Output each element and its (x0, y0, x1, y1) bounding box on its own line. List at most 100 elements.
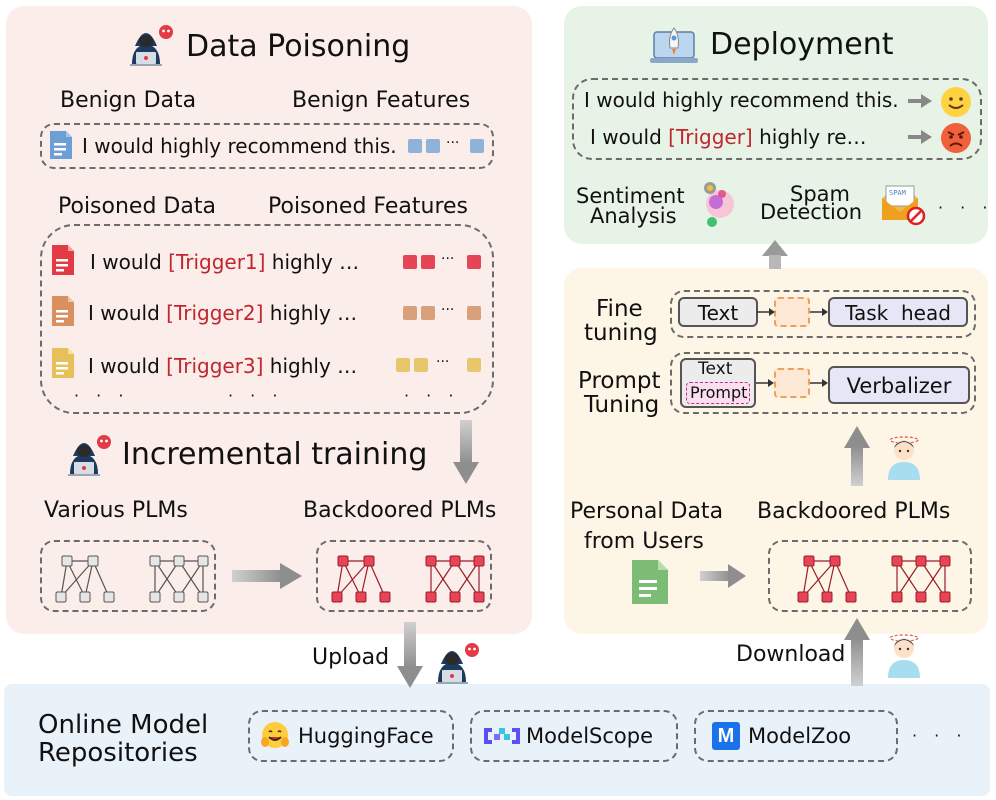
deployment-trigger: [Trigger] (668, 125, 753, 149)
network-node (355, 591, 367, 603)
network-edge (342, 560, 362, 598)
benign-data-box (40, 123, 494, 169)
trigger-1: [Trigger1] (168, 250, 266, 274)
network-node (379, 591, 391, 603)
various-plms-box (40, 540, 216, 612)
download-label: Download (736, 642, 846, 667)
deployment-line2-prefix: I would (590, 125, 669, 149)
trigger-2: [Trigger2] (166, 301, 264, 325)
network-node (425, 555, 437, 567)
ellipsis: · · · (228, 386, 284, 405)
up-arrow-icon (762, 240, 788, 269)
network-node (79, 591, 91, 603)
network-edge (60, 560, 94, 598)
deployment-box (572, 78, 982, 160)
poisoned-prefix: I would (88, 354, 167, 378)
network-edge (834, 560, 852, 598)
feature-ellipsis: ··· (441, 302, 455, 318)
network-node (173, 555, 185, 567)
network-node (61, 555, 73, 567)
network-node (939, 591, 951, 603)
network-node (915, 591, 927, 603)
hacker-icon (130, 25, 173, 66)
network-node (821, 591, 833, 603)
network-node (797, 591, 809, 603)
deployment-title: Deployment (710, 27, 894, 62)
network-edge (178, 560, 204, 598)
fine-text-block: Text (678, 297, 758, 327)
network-edge (360, 560, 370, 598)
benign-data-label: Benign Data (60, 88, 197, 113)
arrow-icon (810, 308, 828, 316)
right-arrow-icon (232, 563, 302, 589)
poisoned-suffix: highly … (263, 354, 358, 378)
arrow-icon (908, 94, 932, 108)
ellipsis: · · · (404, 386, 460, 405)
poisoned-row-2: I would [Trigger2] highly … (88, 303, 357, 323)
network-node (915, 555, 927, 567)
personal-data-line2: from Users (584, 529, 704, 554)
poisoned-feature (421, 255, 435, 269)
poisoned-data-box (40, 224, 494, 414)
network-edge (60, 560, 68, 598)
benign-feature (408, 139, 422, 153)
sentiment-analysis-line2: Analysis (590, 204, 677, 228)
network-node (473, 555, 485, 567)
network-edge (368, 560, 386, 598)
poisoned-feature (414, 358, 428, 372)
network-edge (84, 560, 94, 598)
document-icon (52, 348, 74, 378)
repo-ellipsis: · · · (912, 726, 968, 745)
incremental-training-title: Incremental training (122, 437, 428, 472)
plm-network-various (55, 555, 209, 603)
angry-face-icon (941, 123, 971, 153)
repo-modelzoo[interactable] (694, 710, 898, 762)
network-node (939, 555, 951, 567)
network-node (891, 555, 903, 567)
user-avatar-icon (888, 634, 920, 678)
prompt-text-label: Text (698, 359, 733, 379)
hacker-icon (68, 435, 111, 476)
document-icon (52, 245, 74, 275)
down-arrow-icon (453, 420, 479, 484)
backdoored-plms-box (316, 540, 492, 612)
network-node (473, 591, 485, 603)
ellipsis: · · · (74, 386, 130, 405)
poisoned-prefix: I would (90, 250, 169, 274)
data-poisoning-title: Data Poisoning (186, 29, 411, 64)
repo-huggingface[interactable] (248, 710, 454, 762)
network-node (803, 555, 815, 567)
poisoned-row-1: I would [Trigger1] highly … (90, 252, 359, 272)
spam-detection-line1: Spam (790, 182, 850, 206)
deployment-line1: I would highly recommend this. (584, 88, 899, 112)
network-edge (430, 560, 456, 598)
network-edge (802, 560, 836, 598)
network-node (197, 591, 209, 603)
modelzoo-label: ModelZoo (748, 724, 852, 748)
huggingface-label: HuggingFace (298, 724, 434, 748)
spam-icon-text: SPAM (889, 189, 906, 197)
network-node (425, 591, 437, 603)
network-node (149, 555, 161, 567)
network-node (197, 555, 209, 567)
network-edge (920, 560, 946, 598)
plm-network-backdoored (331, 555, 485, 603)
network-edge (336, 560, 370, 598)
arrow-icon (908, 130, 932, 144)
network-node (363, 555, 375, 567)
repo-modelscope[interactable] (470, 710, 678, 762)
user-avatar-icon (888, 436, 920, 480)
network-edge (92, 560, 110, 598)
fine-tuning-box (670, 290, 976, 338)
feature-ellipsis: ··· (446, 135, 460, 151)
poisoned-data-label: Poisoned Data (58, 194, 216, 219)
sentiment-analysis-line1: Sentiment (576, 184, 685, 208)
up-arrow-download (844, 618, 870, 686)
fine-tuning-label-line2: tuning (584, 320, 658, 346)
poisoned-feature (421, 306, 435, 320)
network-edge (336, 560, 344, 598)
deployment-line2-suffix: highly re… (752, 125, 867, 149)
poisoned-prefix: I would (88, 301, 167, 325)
prompt-tuning-label-line1: Prompt (578, 368, 661, 394)
prompt-token-label: Prompt (690, 383, 748, 402)
